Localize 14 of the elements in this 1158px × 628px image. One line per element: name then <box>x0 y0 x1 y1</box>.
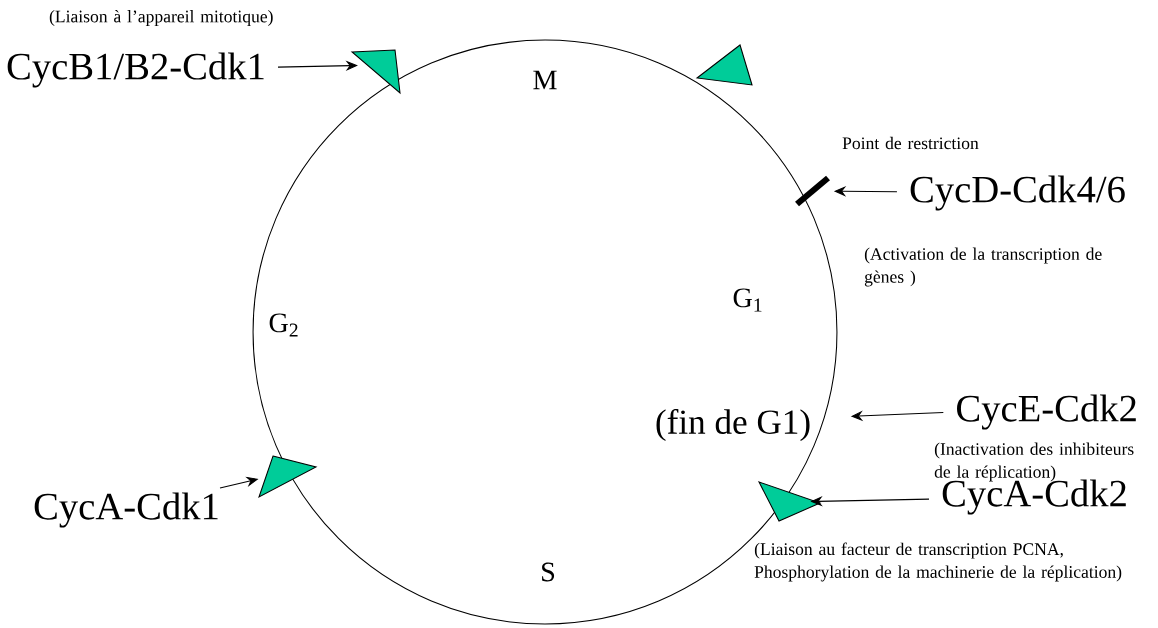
complex-label: CycA-Cdk1 <box>34 492 218 528</box>
complex-label: CycD-Cdk4/6 <box>910 175 1125 211</box>
complex-label: CycE-Cdk2 <box>957 394 1136 430</box>
restriction-bar <box>795 175 830 207</box>
phase-label: M <box>533 70 557 90</box>
complex-label: CycB1/B2-Cdk1 <box>7 52 264 88</box>
phase-label: S <box>542 562 555 582</box>
note-text: Point de restriction <box>842 136 979 150</box>
note-text: (Liaison au facteur de transcription PCNA, Phosphorylation de la machinerie de la réplication) <box>754 542 1122 582</box>
phase-label: G$_{1}$ <box>733 288 762 312</box>
note-text: (Activation de la transcription de gènes ) <box>864 247 1102 287</box>
phase-label: (fin de G1) <box>656 408 810 442</box>
note-text: (Liaison à l’appareil mitotique) <box>49 10 273 26</box>
phase-label: G$_{2}$ <box>269 313 298 337</box>
